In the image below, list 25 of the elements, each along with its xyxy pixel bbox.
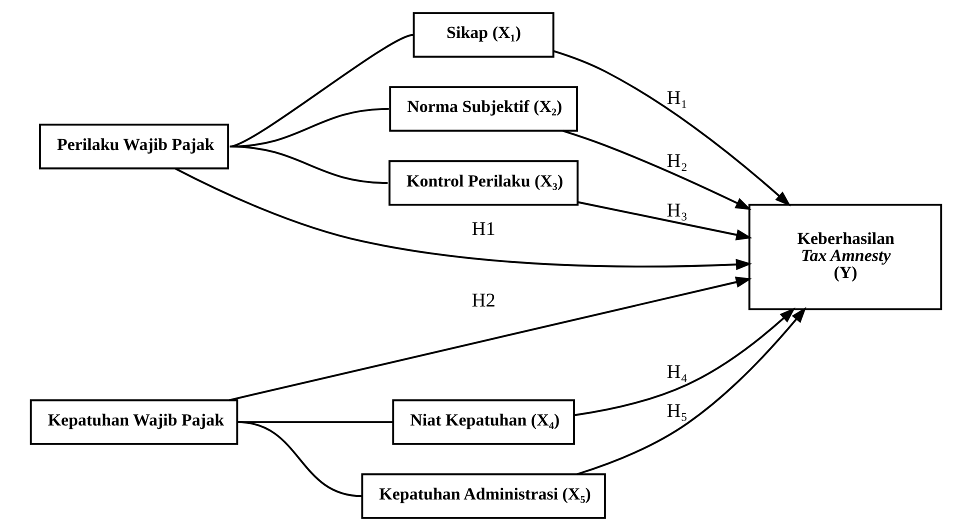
node-box: Kepatuhan Administrasi (X₅): [360, 473, 606, 519]
arrow: [228, 276, 752, 402]
arrow: [562, 130, 751, 210]
node-box: Kepatuhan Wajib Pajak: [29, 399, 238, 445]
node-box: Keberhasilan Tax Amnesty (Y): [748, 204, 942, 310]
node-box: Kontrol Perilaku (X₃): [388, 160, 578, 206]
arrow: [577, 201, 752, 240]
connector: [229, 146, 388, 184]
arrow: [573, 308, 795, 416]
edge-label: H₃: [666, 200, 688, 222]
edge-label: H₂: [666, 150, 688, 172]
node-box: Perilaku Wajib Pajak: [38, 124, 229, 170]
connector: [236, 421, 362, 498]
arrow: [552, 50, 790, 206]
edge-label: H₄: [666, 362, 688, 384]
node-box: Norma Subjektif (X₂): [388, 86, 578, 132]
edge-label: H2: [471, 290, 495, 312]
edge-label: H₁: [666, 88, 688, 109]
arrow: [174, 168, 752, 270]
edge-label: H1: [471, 218, 495, 240]
edge-label: H₅: [666, 400, 688, 422]
arrow: [576, 307, 806, 476]
node-box: Niat Kepatuhan (X₄): [392, 399, 574, 445]
connector: [229, 34, 413, 148]
node-box: Sikap (X₁): [412, 12, 554, 58]
